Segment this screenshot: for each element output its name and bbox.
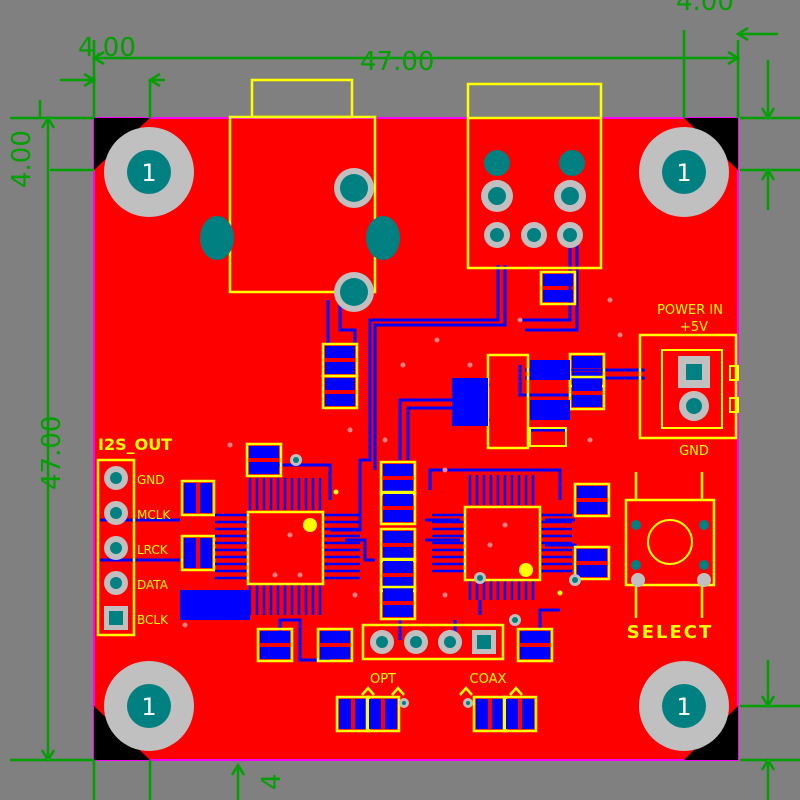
pin-label-bclk: BCLK (137, 613, 169, 627)
power-gnd-label: GND (679, 444, 709, 459)
mounting-hole-tl: 1 (104, 127, 194, 217)
output-header-4pin (361, 623, 505, 661)
power-connector-footprint (638, 333, 739, 440)
mounting-hole-label: 1 (676, 693, 691, 721)
i2s-out-header (96, 458, 136, 637)
optical-connector-footprint (466, 82, 603, 270)
mounting-hole-tr: 1 (639, 127, 729, 217)
dim-left-height: 47.00 (37, 416, 67, 490)
coax-label: COAX (470, 672, 507, 687)
dim-top-offset: 4.00 (78, 33, 136, 63)
opt-label: OPT (370, 672, 396, 687)
pin-label-gnd: GND (137, 473, 165, 487)
select-button-footprint (624, 472, 716, 618)
pin-label-lrck: LRCK (137, 543, 169, 557)
mounting-hole-bl: 1 (104, 661, 194, 751)
dimension-annotations (10, 26, 800, 800)
vias (182, 297, 623, 708)
ic-receiver-chip (215, 478, 360, 615)
mounting-hole-label: 1 (141, 159, 156, 187)
select-label: SELECT (627, 622, 714, 643)
dim-top-width: 47.00 (360, 47, 434, 77)
power-voltage-label: +5V (680, 320, 708, 335)
silkscreen-labels: I2S_OUT GND MCLK LRCK DATA BCLK POWER IN… (98, 303, 723, 687)
ic-controller-chip (432, 475, 572, 600)
dim-top-right: 4.00 (676, 0, 734, 17)
audio-jack-footprint (200, 78, 400, 312)
mounting-hole-label: 1 (141, 693, 156, 721)
dim-left-offset: 4.00 (7, 130, 37, 188)
opt-coax-markers (361, 686, 523, 696)
dimension-text: 4.00 47.00 4.00 4.00 47.00 4 (7, 0, 734, 790)
voltage-regulator-footprint (452, 353, 570, 450)
copper-pour-zone (180, 590, 250, 620)
mounting-hole-label: 1 (676, 159, 691, 187)
mounting-hole-br: 1 (639, 661, 729, 751)
pin-label-data: DATA (137, 578, 169, 592)
dim-bottom-offset: 4 (257, 773, 287, 790)
power-in-label: POWER IN (657, 303, 723, 318)
i2s-out-label: I2S_OUT (98, 435, 172, 454)
pin-label-mclk: MCLK (137, 508, 171, 522)
